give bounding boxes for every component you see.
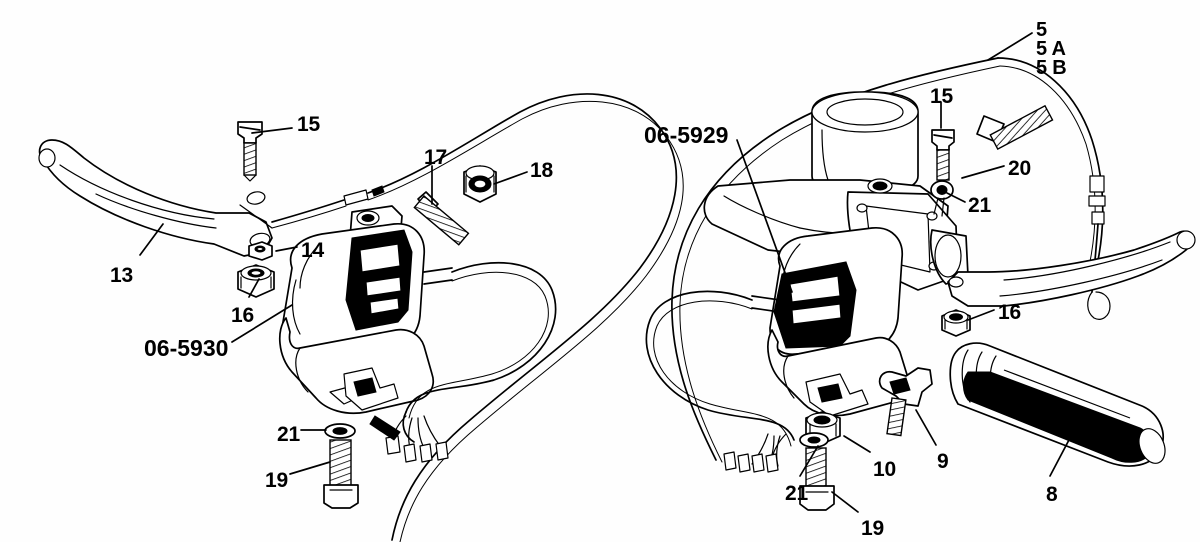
bolt-19-right: [799, 447, 835, 511]
locknut-16-left: [237, 264, 275, 298]
part-label-14: 14: [301, 239, 324, 262]
part-label-16-left: 16: [231, 304, 254, 327]
washer-21-right: [930, 180, 954, 217]
handlebar-grip-8: [949, 342, 1166, 467]
part-label-15-left: 15: [297, 113, 320, 136]
part-label-20: 20: [1008, 157, 1031, 180]
washer-21-bottom: [799, 432, 829, 448]
bolt-20: [976, 104, 1054, 151]
nut-18: [463, 165, 497, 203]
part-label-16-right: 16: [998, 301, 1021, 324]
left-switch-housing: [278, 205, 453, 415]
part-label-10: 10: [873, 458, 896, 481]
clutch-lever-13: [38, 139, 273, 257]
right-wire-loop: [645, 290, 795, 473]
bolt-17: [413, 191, 470, 246]
part-label-21-bottom: 21: [785, 482, 808, 505]
nut-14: [248, 241, 273, 261]
left-wire-loop: [369, 262, 557, 463]
screw-15-right: [931, 129, 955, 181]
clutch-cable-left: [271, 93, 684, 542]
washer-21-left: [324, 423, 356, 439]
bolt-19-left: [323, 439, 359, 509]
right-switch-housing: [751, 227, 911, 417]
part-label-19-left: 19: [265, 469, 288, 492]
locknut-16-right: [941, 309, 971, 337]
leader-lines: [139, 32, 1071, 513]
part-label-5b: 5 B: [1036, 57, 1067, 79]
assembly-label-06-5930: 06-5930: [144, 335, 229, 361]
part-label-19-right: 19: [861, 517, 884, 540]
part-label-8: 8: [1046, 483, 1058, 506]
part-label-5a: 5 A: [1036, 38, 1066, 60]
part-label-21-right: 21: [968, 194, 991, 217]
part-label-9: 9: [937, 450, 949, 473]
part-label-18: 18: [530, 159, 553, 182]
part-label-5: 5: [1036, 19, 1047, 41]
wing-screw-9: [878, 367, 933, 437]
part-label-13: 13: [110, 264, 133, 287]
screw-15-left: [237, 121, 263, 182]
part-label-15-right: 15: [930, 85, 953, 108]
brake-lever-right: [947, 230, 1196, 307]
assembly-label-06-5929: 06-5929: [644, 122, 729, 148]
part-label-17: 17: [424, 146, 447, 169]
part-label-21-left: 21: [277, 423, 300, 446]
